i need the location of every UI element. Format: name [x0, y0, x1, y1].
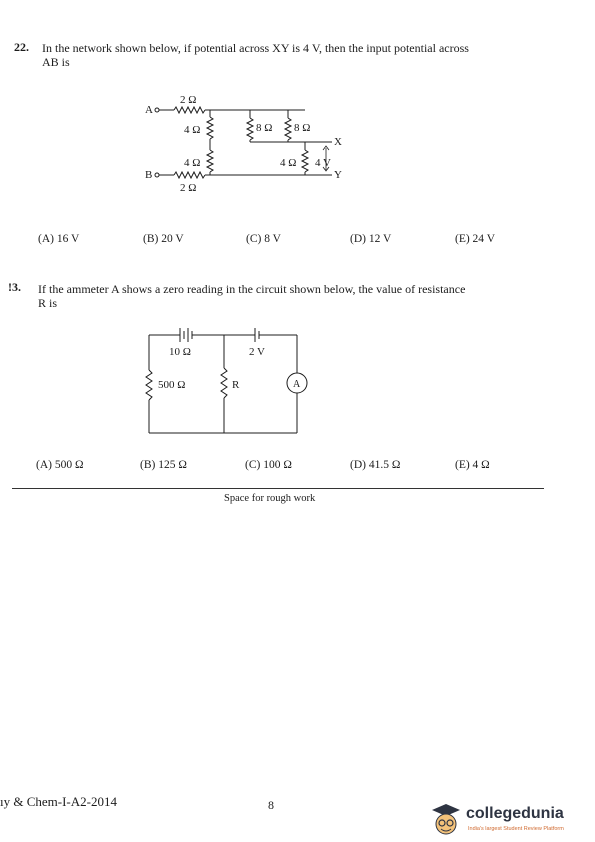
label-b: B — [145, 169, 152, 181]
question-22-line1: In the network shown below, if potential… — [42, 41, 469, 55]
footer-paper-code: ıy & Chem-I-A2-2014 — [0, 794, 117, 809]
q22-option-b: (B) 20 V — [143, 233, 184, 245]
label-y: Y — [334, 169, 342, 181]
label-r-500: 500 Ω — [158, 379, 185, 391]
divider-line — [12, 488, 544, 489]
label-v-2: 2 V — [249, 346, 265, 358]
label-r-left-bottom: 4 Ω — [184, 157, 200, 169]
question-23-number: !3. — [8, 280, 21, 294]
question-22-line2: AB is — [42, 55, 70, 69]
q22-option-d: (D) 12 V — [350, 233, 392, 245]
label-r-top: 2 Ω — [180, 94, 196, 106]
logo-brand-text: collegedunia — [466, 805, 564, 822]
question-23-line2: R is — [38, 296, 58, 310]
label-x: X — [334, 136, 342, 148]
q23-option-d: (D) 41.5 Ω — [350, 459, 401, 471]
label-r-mid1: 8 Ω — [256, 122, 272, 134]
rough-work-label: Space for rough work — [224, 493, 316, 504]
question-23-line1: If the ammeter A shows a zero reading in… — [38, 282, 466, 296]
question-23-text: If the ammeter A shows a zero reading in… — [38, 282, 465, 310]
q23-option-c: (C) 100 Ω — [245, 459, 292, 471]
footer-page-number: 8 — [268, 798, 274, 812]
question-22-text: In the network shown below, if potential… — [42, 41, 469, 69]
label-ammeter: A — [293, 379, 301, 390]
label-a: A — [145, 104, 153, 116]
label-r-left-top: 4 Ω — [184, 124, 200, 136]
q23-option-a: (A) 500 Ω — [36, 459, 84, 471]
label-r-right: 4 Ω — [280, 157, 296, 169]
label-r-bottom: 2 Ω — [180, 182, 196, 194]
graduate-face-icon — [432, 804, 460, 835]
q22-option-c: (C) 8 V — [246, 233, 281, 245]
q22-option-a: (A) 16 V — [38, 233, 80, 245]
q23-option-b: (B) 125 Ω — [140, 459, 187, 471]
label-r-10: 10 Ω — [169, 346, 191, 358]
label-r-mid2: 8 Ω — [294, 122, 310, 134]
q22-option-e: (E) 24 V — [455, 233, 496, 245]
q23-option-e: (E) 4 Ω — [455, 459, 490, 471]
logo-tagline: India's largest Student Review Platform — [468, 826, 564, 832]
collegedunia-logo — [432, 804, 460, 835]
label-r-unknown: R — [232, 379, 240, 391]
label-v-xy: 4 V — [315, 157, 331, 169]
question-22-number: 22. — [14, 40, 29, 54]
